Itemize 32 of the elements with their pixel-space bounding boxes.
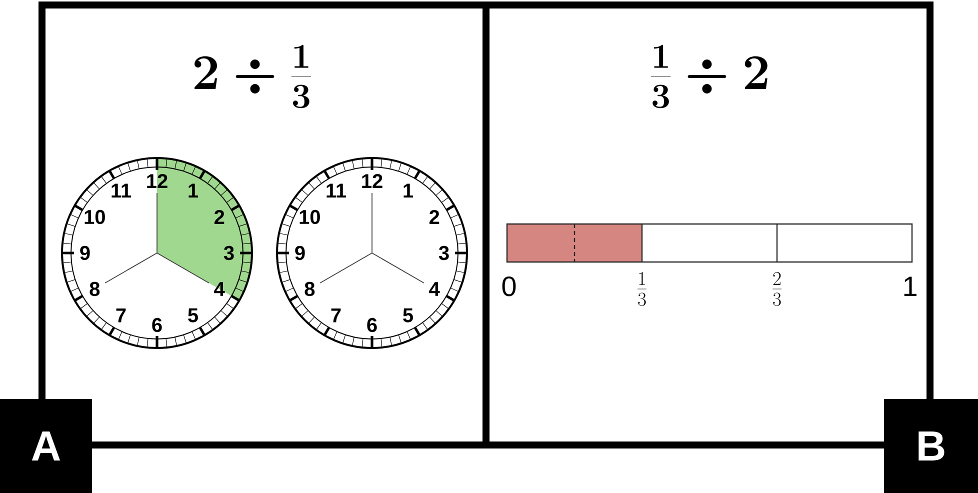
clock-number: 11 <box>112 184 131 198</box>
clock-number: 2 <box>429 210 440 224</box>
clock-number: 11 <box>326 184 346 198</box>
clock-number: 5 <box>188 308 198 322</box>
scale-label: 1 <box>904 276 916 296</box>
scale-label: 0 <box>502 276 516 296</box>
clock-number: 8 <box>90 282 100 296</box>
clock-number: 5 <box>403 308 413 322</box>
clock-number: 6 <box>152 318 162 332</box>
scale-label: $\frac{2}{3}$ <box>772 272 782 306</box>
clock-number: 4 <box>214 282 225 296</box>
clock-number: 10 <box>84 210 105 224</box>
clock-number: 9 <box>295 246 305 260</box>
clock-number: 1 <box>188 184 198 198</box>
corner-label: B <box>884 399 978 493</box>
division-expression: $\frac{1}{3} \div 2$ <box>650 44 768 108</box>
clock-number: 1 <box>404 184 413 198</box>
clock-number: 9 <box>80 246 90 260</box>
clock-number: 7 <box>116 308 126 322</box>
clock-number: 2 <box>214 210 224 224</box>
scale-label: $\frac{1}{3}$ <box>638 272 646 306</box>
clock-number: 3 <box>438 246 449 260</box>
clock-number: 6 <box>367 318 377 332</box>
clock-number: 12 <box>362 174 382 188</box>
clock-number: 4 <box>429 282 440 296</box>
clock-number: 8 <box>304 282 315 296</box>
division-expression: $2 \div \frac{1}{3}$ <box>194 44 312 108</box>
corner-label: A <box>0 399 92 493</box>
clock-number: 3 <box>224 246 234 260</box>
clock-number: 7 <box>331 308 341 322</box>
clock-number: 12 <box>147 174 168 188</box>
clock-number: 10 <box>300 210 320 224</box>
